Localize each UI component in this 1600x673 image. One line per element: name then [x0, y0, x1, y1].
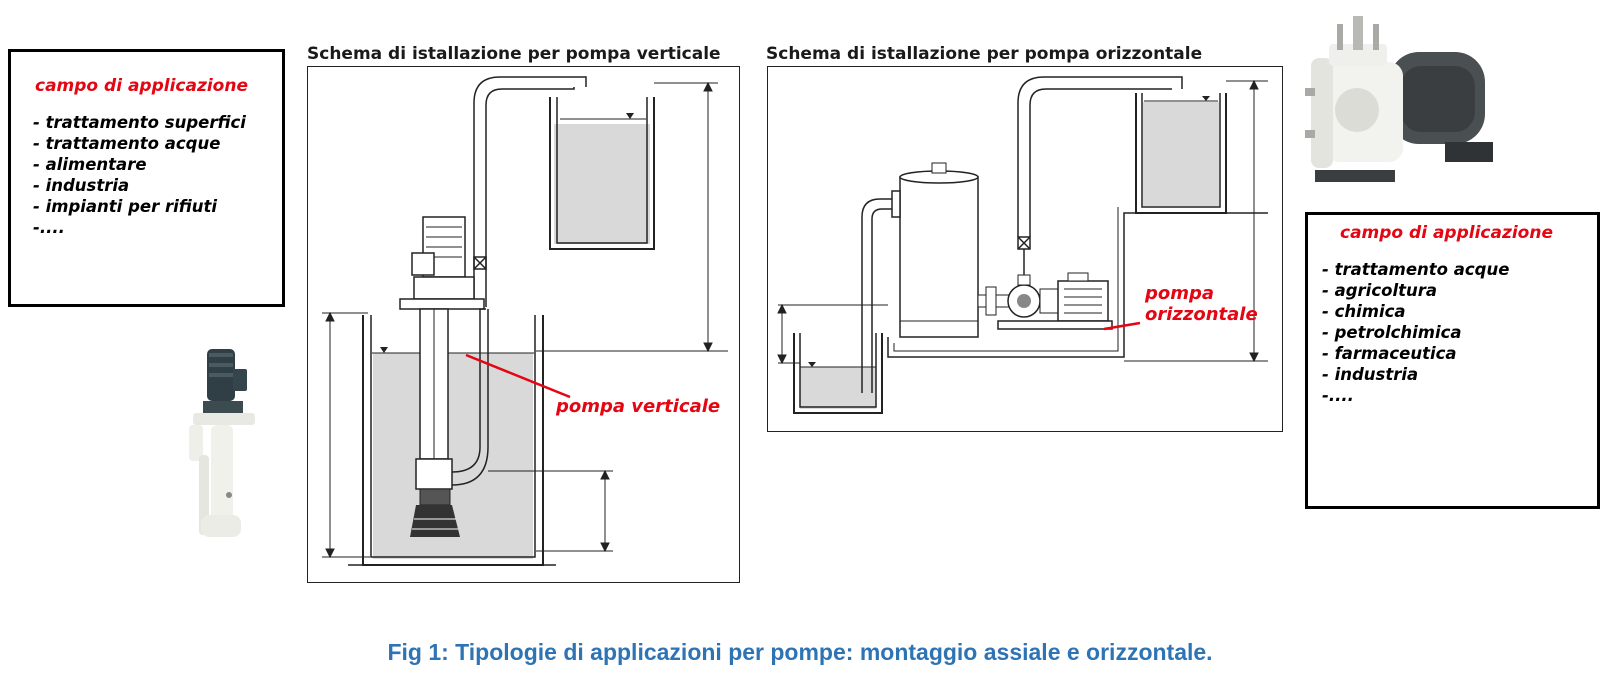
application-item: - petrolchimica	[1322, 323, 1462, 342]
application-list-right: - trattamento acque - agricoltura - chim…	[1322, 259, 1597, 406]
application-list-left: - trattamento superfici - trattamento ac…	[33, 112, 282, 238]
application-box-left: campo di applicazione - trattamento supe…	[8, 49, 285, 307]
application-item: - chimica	[1322, 302, 1406, 321]
dimension-lines	[777, 79, 1268, 365]
callout-leader-vertical	[465, 353, 571, 399]
dimension-lines	[322, 81, 728, 559]
pump-sump	[348, 315, 556, 566]
application-item: - trattamento superfici	[33, 113, 246, 132]
callout-leader-horizontal	[1103, 321, 1141, 331]
application-box-right: campo di applicazione - trattamento acqu…	[1305, 212, 1600, 509]
discharge-pipe	[473, 76, 587, 307]
horizontal-installation-diagram	[767, 66, 1283, 432]
schema-title-vertical: Schema di istallazione per pompa vertica…	[307, 44, 721, 64]
callout-horizontal-line1: pompa	[1145, 283, 1215, 304]
lower-tank	[793, 333, 883, 414]
application-item: -....	[1322, 386, 1354, 405]
application-title-left: campo di applicazione	[35, 76, 248, 96]
vertical-pump	[399, 216, 489, 537]
application-item: - industria	[1322, 365, 1419, 384]
discharge-pipe	[1017, 76, 1183, 289]
upper-tank	[549, 97, 655, 250]
application-item: - farmaceutica	[1322, 344, 1457, 363]
application-item: - agricoltura	[1322, 281, 1438, 300]
vertical-diagram-drawing	[322, 76, 728, 566]
figure-caption: Fig 1: Tipologie di applicazioni per pom…	[387, 639, 1213, 665]
application-item: -....	[33, 218, 65, 237]
callout-horizontal-pump: pompa orizzontale	[1145, 283, 1258, 325]
horizontal-diagram-drawing	[777, 76, 1268, 414]
vertical-pump-photo	[189, 349, 255, 537]
vertical-installation-diagram	[307, 66, 740, 583]
application-item: - trattamento acque	[1322, 260, 1510, 279]
callout-horizontal-line2: orizzontale	[1145, 304, 1258, 325]
application-item: - impianti per rifiuti	[33, 197, 218, 216]
horizontal-pump-photo	[1305, 16, 1493, 182]
schema-title-horizontal: Schema di istallazione per pompa orizzon…	[766, 44, 1203, 64]
application-item: - alimentare	[33, 155, 147, 174]
callout-vertical-pump: pompa verticale	[556, 396, 721, 417]
process-vessel	[899, 162, 979, 338]
application-item: - trattamento acque	[33, 134, 221, 153]
ground-profile	[887, 212, 1268, 358]
application-title-right: campo di applicazione	[1340, 223, 1553, 243]
application-item: - industria	[33, 176, 130, 195]
upper-tank	[1135, 93, 1227, 214]
horizontal-pump	[977, 272, 1113, 330]
suction-pipe	[861, 190, 901, 393]
